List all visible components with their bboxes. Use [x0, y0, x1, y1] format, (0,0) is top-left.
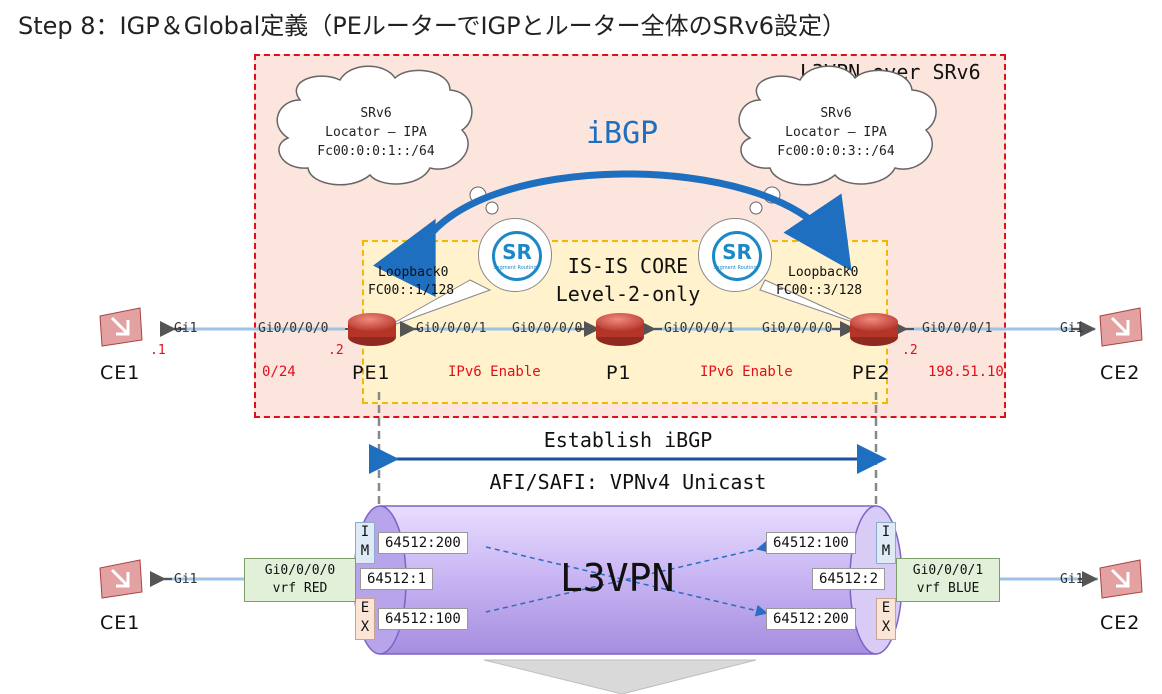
- router-pe1-icon: [348, 313, 396, 346]
- router-pe2-icon: [850, 313, 898, 346]
- p1-gi001-label: Gi0/0/0/1: [664, 321, 735, 336]
- pe1-gi001-label: Gi0/0/0/1: [416, 321, 487, 336]
- page-title: Step 8：IGP＆Global定義（PEルーターでIGPとルーター全体のSR…: [18, 12, 846, 40]
- ipv6-enable-left: IPv6 Enable: [448, 364, 541, 380]
- pe1-gi000-label: Gi0/0/0/0: [258, 321, 329, 336]
- ipv6-enable-right: IPv6 Enable: [700, 364, 793, 380]
- p1-label: P1: [606, 362, 632, 384]
- pe2-label: PE2: [852, 362, 891, 384]
- ce1-bottom-icon: [99, 559, 143, 599]
- ce1-host-ip: .1: [150, 343, 166, 358]
- right-import-rt: 64512:100: [766, 532, 856, 554]
- sr-logo-right: SR Segment Routing: [698, 218, 772, 292]
- right-subnet: 198.51.10: [928, 364, 1004, 380]
- sr-logo-left: SR Segment Routing: [478, 218, 552, 292]
- right-export-rt: 64512:200: [766, 608, 856, 630]
- l3vpn-label: L3VPN: [560, 556, 675, 600]
- pe1-label: PE1: [352, 362, 391, 384]
- p1-gi000-label: Gi0/0/0/0: [512, 321, 583, 336]
- left-import-rt: 64512:200: [378, 532, 468, 554]
- ibgp-arc: [373, 170, 852, 297]
- router-p1-icon: [596, 313, 644, 346]
- ce1-gi1-label: Gi1: [174, 321, 198, 336]
- left-rd: 64512:1: [360, 568, 434, 590]
- left-export-rt: 64512:100: [378, 608, 468, 630]
- cloud-left: [276, 65, 473, 186]
- ce2-top-icon: [1099, 307, 1143, 347]
- ce2-gi1-label: Gi1: [1060, 321, 1084, 336]
- next-step-arrow: [483, 659, 757, 694]
- ce2-bottom-gi: Gi1: [1060, 572, 1084, 587]
- ce1-bottom-label: CE1: [100, 612, 141, 634]
- ce1-label: CE1: [100, 362, 141, 384]
- cloud-right: [738, 65, 937, 186]
- ce2-bottom-icon: [1099, 559, 1143, 599]
- ce1-top-icon: [99, 307, 143, 347]
- pe2-host-ip: .2: [902, 343, 918, 358]
- ce1-bottom-gi: Gi1: [174, 572, 198, 587]
- afi-safi-label: AFI/SAFI: VPNv4 Unicast: [489, 470, 767, 494]
- pe2-gi001-label: Gi0/0/0/1: [922, 321, 993, 336]
- left-subnet: 0/24: [262, 364, 296, 380]
- pe1-host-ip: .2: [328, 343, 344, 358]
- establish-ibgp-label: Establish iBGP: [543, 428, 713, 452]
- pe2-gi000-label: Gi0/0/0/0: [762, 321, 833, 336]
- ce2-bottom-label: CE2: [1100, 612, 1141, 634]
- ibgp-label: iBGP: [586, 116, 659, 151]
- ce2-label: CE2: [1100, 362, 1141, 384]
- right-rd: 64512:2: [812, 568, 886, 590]
